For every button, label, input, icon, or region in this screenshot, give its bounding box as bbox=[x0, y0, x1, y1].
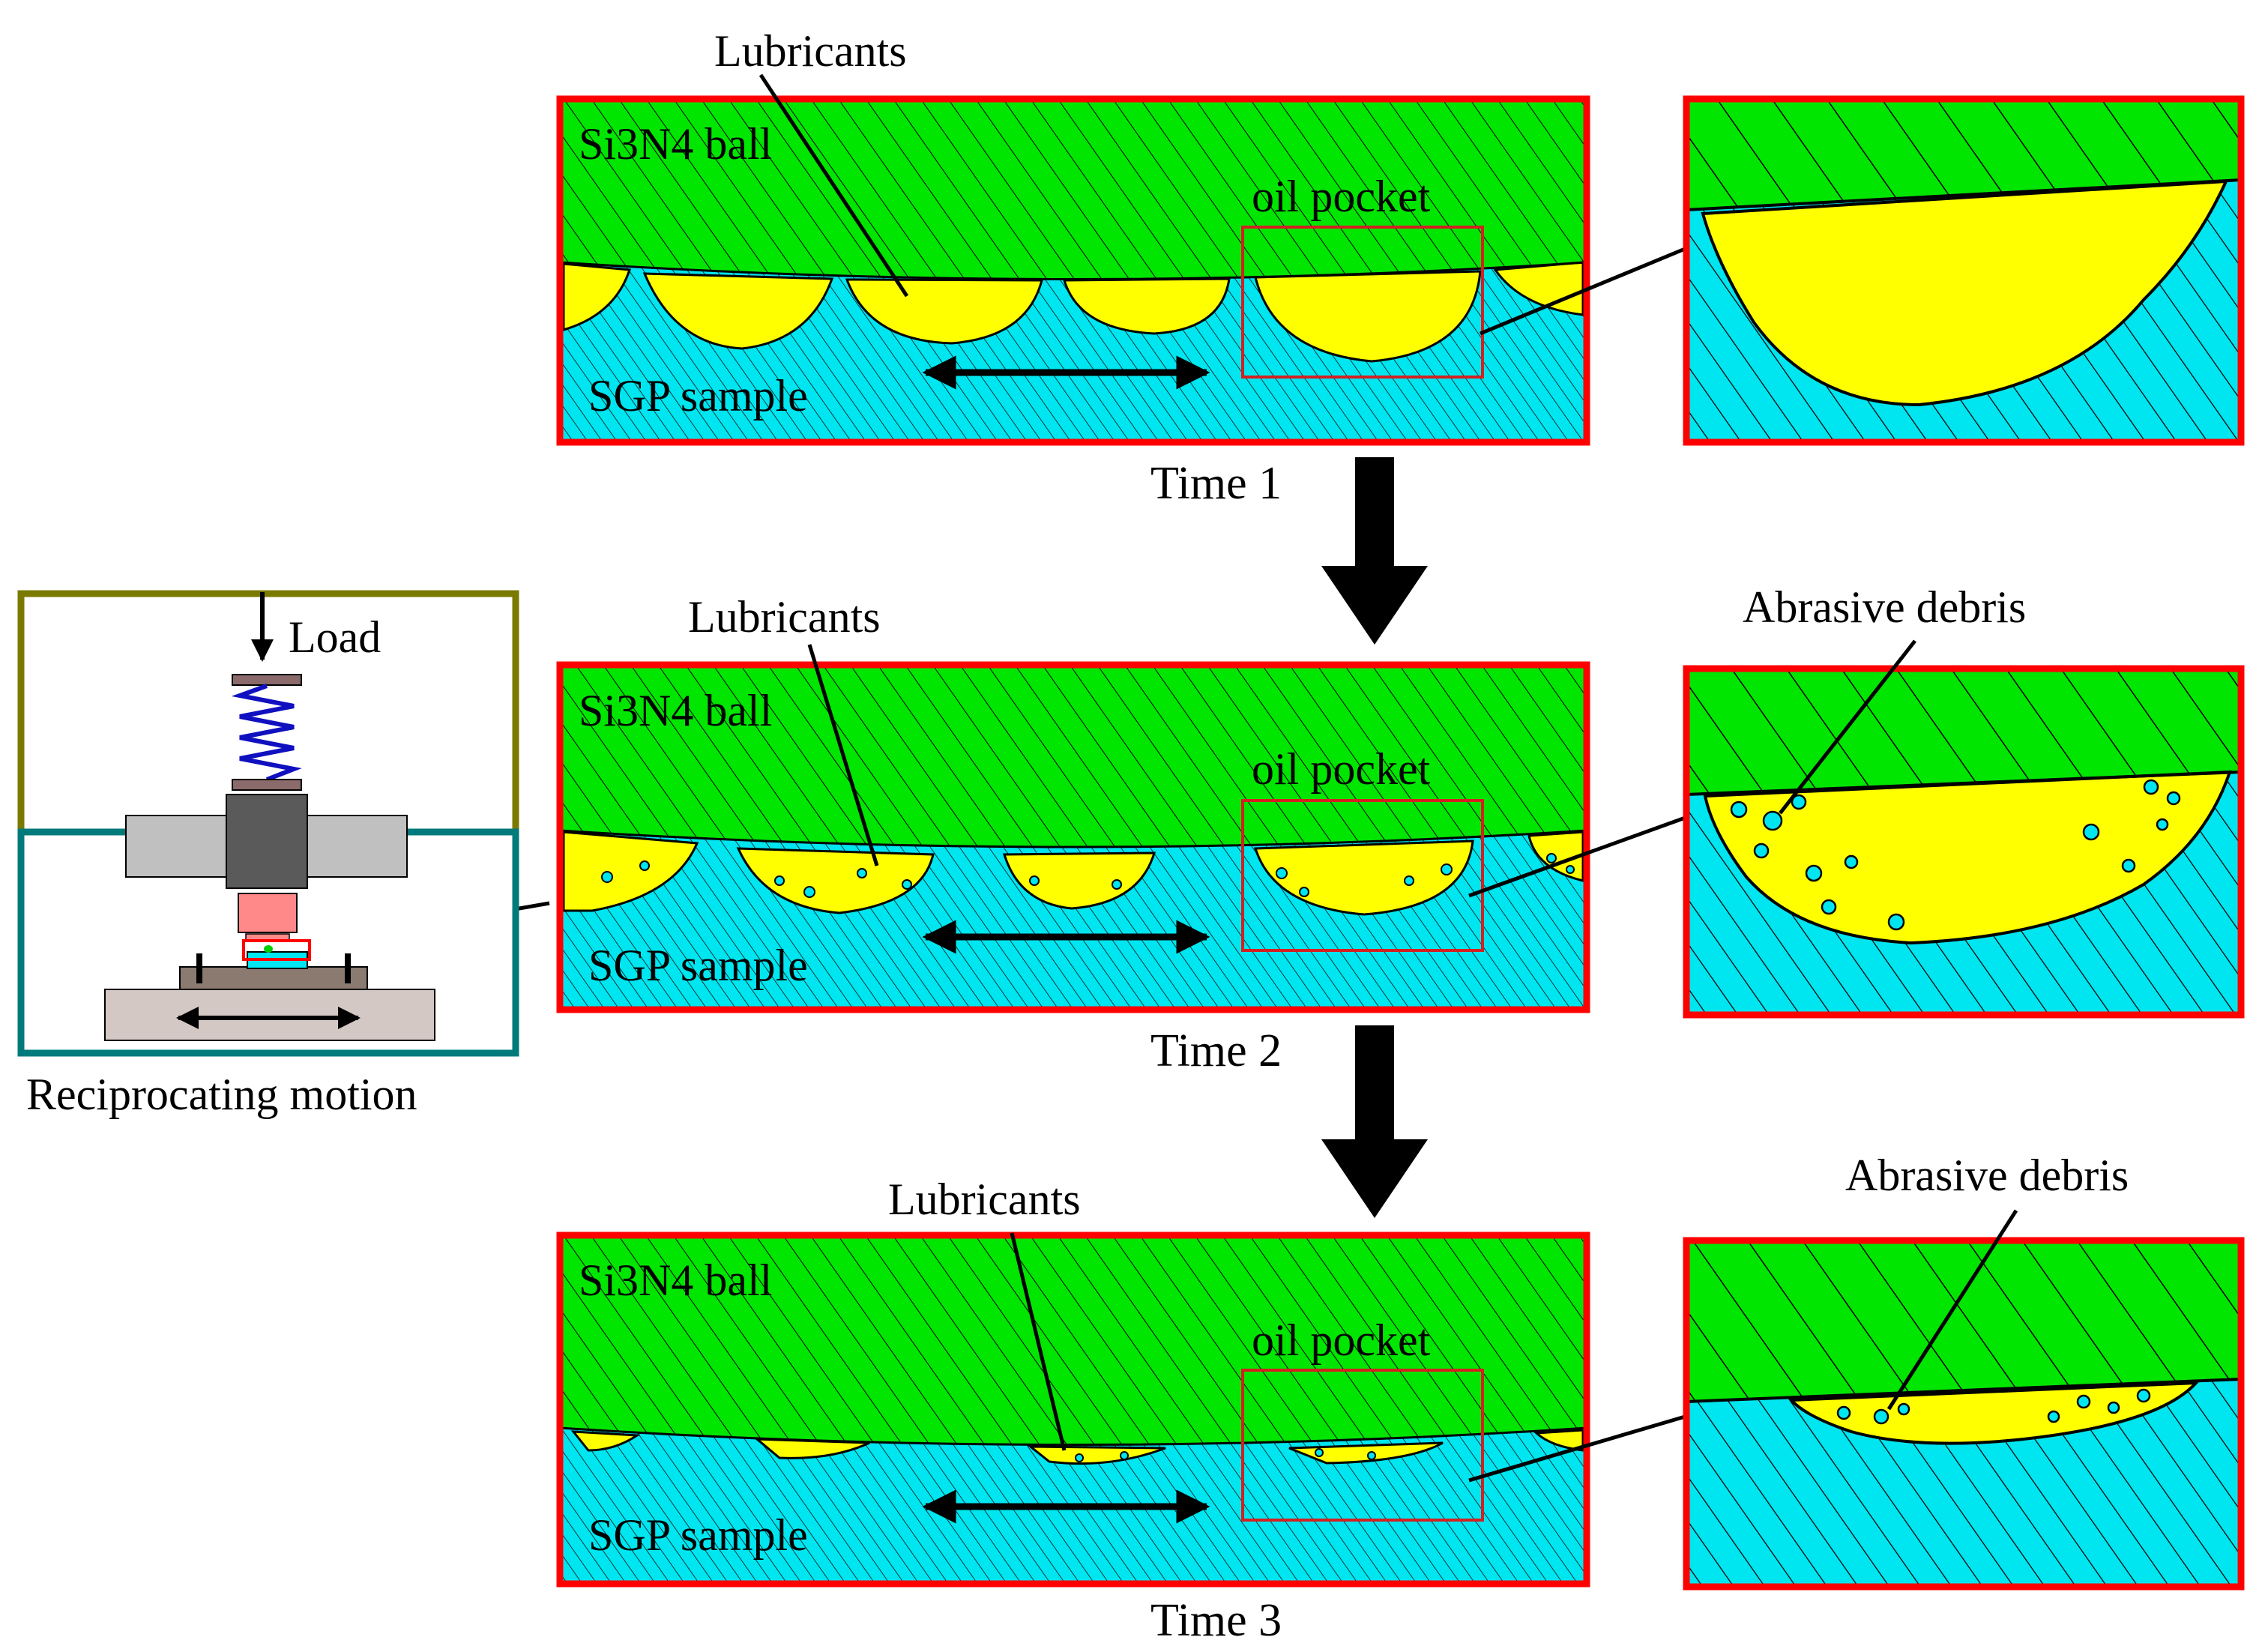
debris-particles bbox=[601, 853, 1575, 898]
sample-label: SGP sample bbox=[588, 371, 808, 420]
oil-pocket-box bbox=[1241, 226, 1484, 379]
ball-label: Si3N4 ball bbox=[579, 119, 772, 169]
zoom-panel bbox=[1683, 95, 2245, 446]
stage-time-3: Si3N4 ball SGP sample oil pocket Lubrica… bbox=[556, 1151, 2245, 1646]
debris-label: Abrasive debris bbox=[1845, 1151, 2129, 1200]
contact-panel: Si3N4 ball SGP sample oil pocket bbox=[556, 1232, 1590, 1588]
lubricants-leader-line bbox=[1010, 1232, 1067, 1451]
down-arrow bbox=[1321, 1025, 1428, 1218]
load-plate bbox=[232, 674, 302, 686]
lubricant-pocket-zoom bbox=[1788, 1381, 2200, 1445]
debris-particles-zoom bbox=[1730, 779, 2181, 931]
lubricants-leader-line bbox=[807, 644, 879, 866]
time-label: Time 3 bbox=[1150, 1595, 1282, 1646]
ball-holder bbox=[226, 794, 308, 889]
tribometer-apparatus: Load Reciprocating motion bbox=[17, 590, 519, 1119]
down-arrow bbox=[1321, 457, 1428, 645]
sample-label: SGP sample bbox=[588, 1510, 808, 1560]
contact-highlight-box bbox=[242, 939, 311, 961]
lubricant-pockets bbox=[562, 261, 1584, 363]
spring bbox=[231, 684, 302, 782]
sample-holder bbox=[179, 966, 368, 990]
oil-pocket-label: oil pocket bbox=[1252, 744, 1431, 794]
oil-pocket-label: oil pocket bbox=[1252, 172, 1431, 221]
motion-label: Reciprocating motion bbox=[26, 1070, 417, 1119]
debris-particles bbox=[1075, 1448, 1376, 1462]
debris-leader-line bbox=[1779, 639, 1916, 815]
zoom-connector-line bbox=[1468, 811, 1698, 898]
spring-plate bbox=[232, 779, 302, 791]
load-label: Load bbox=[289, 612, 381, 662]
oil-pocket-box bbox=[1241, 1369, 1484, 1522]
debris-leader-line bbox=[1886, 1209, 2018, 1411]
ball-label: Si3N4 ball bbox=[579, 686, 772, 735]
lubricants-label: Lubricants bbox=[714, 26, 907, 76]
contact-panel: Si3N4 ball SGP sample oil pocket bbox=[556, 95, 1590, 446]
oil-pocket-box bbox=[1241, 799, 1484, 952]
debris-label: Abrasive debris bbox=[1743, 582, 2026, 632]
oil-pocket-label: oil pocket bbox=[1252, 1315, 1431, 1365]
stage-time-2: Si3N4 ball SGP sample oil pocket Lubrica… bbox=[303, 582, 2245, 1076]
zoom-connector-line bbox=[1480, 241, 1698, 336]
sample-label: SGP sample bbox=[588, 941, 808, 990]
lubricant-pockets bbox=[562, 830, 1584, 916]
zoom-connector-line bbox=[1468, 1411, 1698, 1483]
time-label: Time 1 bbox=[1150, 458, 1282, 509]
lubricant-pocket-zoom bbox=[1703, 770, 2232, 945]
lubricant-pocket-zoom bbox=[1701, 179, 2229, 407]
reciprocating-stage bbox=[104, 989, 435, 1041]
debris-particles-zoom bbox=[1836, 1388, 2151, 1425]
zoom-panel bbox=[1683, 665, 2245, 1019]
lubricants-label: Lubricants bbox=[888, 1175, 1081, 1224]
ball-mount bbox=[238, 893, 298, 933]
stage-time-1: Si3N4 ball SGP sample oil pocket Lubrica… bbox=[556, 26, 2245, 509]
contact-panel: Si3N4 ball SGP sample oil pocket bbox=[556, 661, 1590, 1013]
lubricants-leader-line bbox=[758, 73, 909, 298]
lubricants-label: Lubricants bbox=[688, 592, 881, 642]
lubricant-pockets bbox=[570, 1429, 1584, 1465]
time-label: Time 2 bbox=[1150, 1025, 1282, 1076]
zoom-panel bbox=[1683, 1237, 2245, 1591]
ball-label: Si3N4 ball bbox=[579, 1255, 772, 1305]
